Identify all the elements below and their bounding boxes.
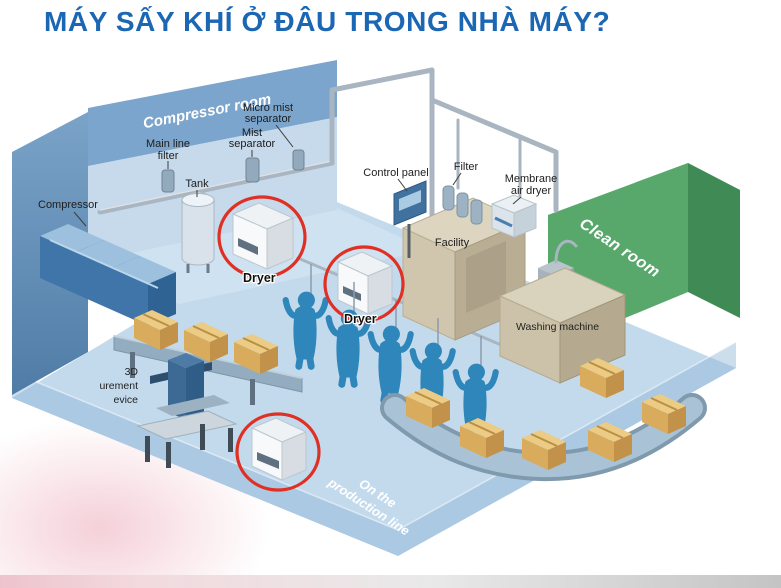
membrane-air-dryer-label-line1: Membrane xyxy=(505,173,558,185)
highlight-circle-dryer-1 xyxy=(217,195,307,279)
facility-label: Facility xyxy=(435,237,470,249)
compressor-label: Compressor xyxy=(38,199,98,211)
compressor-room-band xyxy=(88,60,337,166)
clean-room-side xyxy=(688,163,740,318)
main-line-filter-label-line1: Main line xyxy=(146,138,190,150)
mist-separator-label-line1: Mist xyxy=(242,127,262,139)
membrane-air-dryer-label-line2: air dryer xyxy=(511,185,552,197)
compressor-units xyxy=(40,224,176,326)
washing-machine-unit xyxy=(498,267,627,384)
main-line-filter-unit xyxy=(161,169,175,193)
main-line-filter-label-line2: filter xyxy=(158,150,179,162)
page-title: MÁY SẤY KHÍ Ở ĐÂU TRONG NHÀ MÁY? xyxy=(44,6,611,37)
bottom-gradient-bar xyxy=(0,575,781,588)
dryer-label-1: Dryer xyxy=(243,271,276,285)
highlight-circle-dryer-2 xyxy=(323,245,405,323)
label-leader-lines xyxy=(73,124,522,227)
dryer-unit-production-line xyxy=(336,251,394,315)
tank-label: Tank xyxy=(185,178,209,190)
micro-mist-separator-label-line2: separator xyxy=(245,113,292,125)
control-panel-unit xyxy=(393,180,427,258)
measurement-device-label-line1: 3D xyxy=(125,366,139,378)
washing-machine-label: Washing machine xyxy=(516,321,599,333)
dryer-unit-compressor-room xyxy=(231,202,295,270)
mist-separator-label-line2: separator xyxy=(229,138,276,150)
highlight-circle-dryer-3 xyxy=(235,412,321,492)
air-tank xyxy=(180,191,216,273)
clean-room: Clean room xyxy=(548,163,740,350)
floor-front-left-wall xyxy=(12,372,398,556)
control-panel-label: Control panel xyxy=(363,167,428,179)
mist-separator-unit xyxy=(245,157,260,183)
micro-mist-separator-unit xyxy=(292,149,305,171)
floor-front-right-wall xyxy=(398,342,736,556)
dryer-label-2: Dryer xyxy=(344,312,377,326)
dryer-unit-line-end xyxy=(250,417,308,481)
filter-label: Filter xyxy=(454,161,479,173)
equipment-labels: Compressor Main line filter Tank Mist se… xyxy=(38,102,599,406)
measurement-device-label-line3: evice xyxy=(113,394,138,406)
measurement-device-label-line2: urement xyxy=(99,380,138,392)
facility-machine xyxy=(401,197,527,341)
membrane-air-dryer-unit xyxy=(490,194,538,238)
filter-units xyxy=(442,185,483,225)
measurement-device xyxy=(136,353,238,468)
conveyor-right xyxy=(380,357,707,482)
micro-mist-separator-label-line1: Micro mist xyxy=(243,102,293,114)
